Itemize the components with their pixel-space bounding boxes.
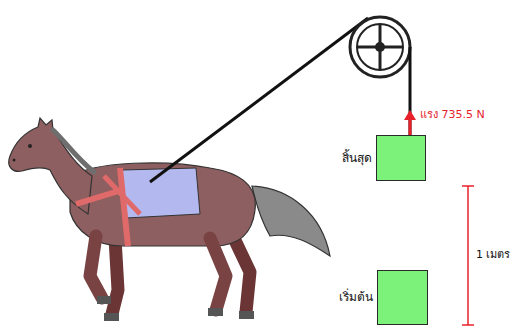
horse-leg — [112, 238, 118, 314]
horse-hoof — [239, 311, 254, 319]
force-arrowhead — [404, 110, 416, 120]
horse-hoof — [208, 308, 223, 316]
horse-hoof — [104, 313, 119, 321]
horse-leg — [210, 238, 226, 310]
horse-head — [9, 118, 92, 214]
force-label: แรง 735.5 N — [418, 108, 487, 121]
dimension-label: 1 เมตร — [474, 248, 513, 261]
height-bracket — [467, 186, 469, 325]
horse-tail — [252, 186, 330, 256]
horse-nostril — [13, 159, 16, 162]
harness-strap — [104, 176, 140, 214]
horse-eye — [28, 144, 32, 148]
pulley-rim — [357, 24, 403, 70]
weight-box: สิ้นสุด — [342, 135, 426, 181]
height-bracket — [462, 185, 474, 187]
horse-hoof — [97, 296, 111, 304]
mass-block — [376, 135, 426, 181]
harness-strap — [120, 168, 128, 246]
position-label: เริ่มต้น — [339, 290, 377, 304]
horse-mane — [53, 130, 94, 172]
horse-leg — [90, 236, 102, 298]
pulley-wheel — [350, 17, 410, 77]
position-label: สิ้นสุด — [342, 151, 376, 165]
rope — [409, 47, 412, 135]
height-bracket — [462, 324, 474, 326]
weight-box: เริ่มต้น — [339, 270, 428, 325]
horse-leg — [232, 234, 250, 312]
pulley-hub — [375, 42, 385, 52]
harness-strap — [76, 190, 122, 204]
rope — [150, 18, 368, 182]
mass-block — [377, 270, 428, 325]
force-arrow — [409, 118, 412, 136]
